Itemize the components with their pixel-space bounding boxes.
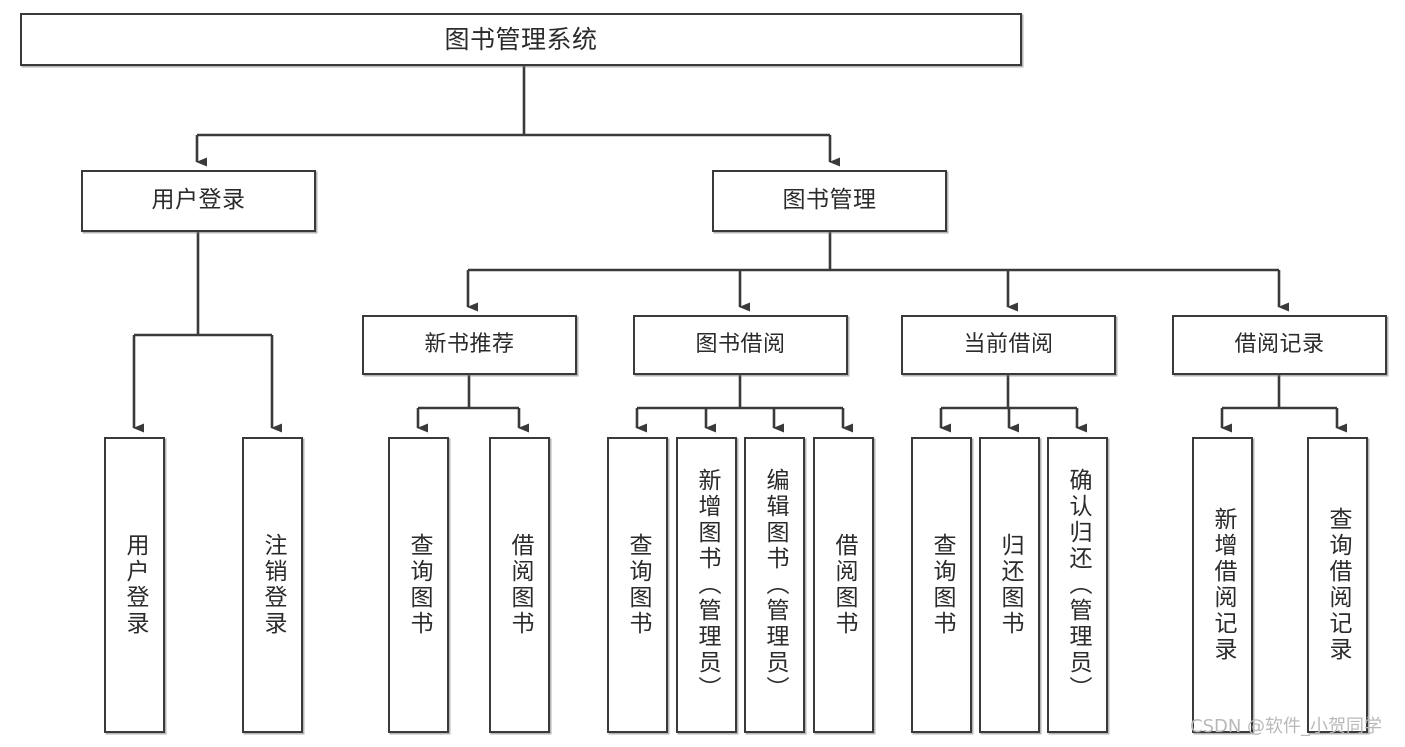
leaf-borrow-book[interactable]: 借阅图书 [813, 437, 874, 733]
node-label: 查询图书 [625, 533, 651, 637]
leaf-add-borrow-record[interactable]: 新增借阅记录 [1192, 437, 1253, 733]
node-book-management[interactable]: 图书管理 [712, 170, 947, 232]
node-label: 编辑图书（管理员） [762, 468, 788, 702]
node-new-book-recommend[interactable]: 新书推荐 [362, 315, 577, 375]
node-label: 归还图书 [997, 533, 1023, 637]
leaf-return-book[interactable]: 归还图书 [979, 437, 1040, 733]
node-label: 图书借阅 [695, 331, 786, 357]
node-label: 图书管理系统 [444, 24, 598, 54]
node-label: 查询图书 [406, 533, 432, 637]
leaf-logout[interactable]: 注销登录 [242, 437, 303, 733]
node-label: 注销登录 [260, 533, 286, 637]
leaf-add-book-admin[interactable]: 新增图书（管理员） [676, 437, 737, 733]
node-label: 图书管理 [782, 187, 877, 214]
node-root-book-management-system[interactable]: 图书管理系统 [20, 13, 1022, 66]
node-borrow-record[interactable]: 借阅记录 [1172, 315, 1387, 375]
leaf-query-book-current[interactable]: 查询图书 [911, 437, 972, 733]
watermark-text: CSDN @软件_小贺同学 [1190, 716, 1383, 737]
leaf-query-book-borrow[interactable]: 查询图书 [607, 437, 668, 733]
node-label: 查询图书 [929, 533, 955, 637]
leaf-edit-book-admin[interactable]: 编辑图书（管理员） [744, 437, 805, 733]
leaf-user-login[interactable]: 用户登录 [104, 437, 165, 733]
node-label: 借阅图书 [831, 533, 857, 637]
leaf-query-borrow-record[interactable]: 查询借阅记录 [1307, 437, 1368, 733]
node-label: 新增图书（管理员） [694, 468, 720, 702]
node-label: 新书推荐 [424, 331, 515, 357]
node-label: 当前借阅 [963, 331, 1054, 357]
node-label: 用户登录 [122, 533, 148, 637]
node-user-login[interactable]: 用户登录 [81, 170, 316, 232]
node-label: 查询借阅记录 [1325, 507, 1351, 663]
leaf-query-book-recommend[interactable]: 查询图书 [388, 437, 449, 733]
node-current-borrow[interactable]: 当前借阅 [901, 315, 1116, 375]
node-label: 借阅记录 [1234, 331, 1325, 357]
node-label: 确认归还（管理员） [1065, 468, 1091, 702]
node-book-borrow[interactable]: 图书借阅 [633, 315, 848, 375]
leaf-confirm-return-admin[interactable]: 确认归还（管理员） [1047, 437, 1108, 733]
node-label: 新增借阅记录 [1210, 507, 1236, 663]
node-label: 用户登录 [151, 187, 246, 214]
node-label: 借阅图书 [507, 533, 533, 637]
leaf-borrow-book-recommend[interactable]: 借阅图书 [489, 437, 550, 733]
